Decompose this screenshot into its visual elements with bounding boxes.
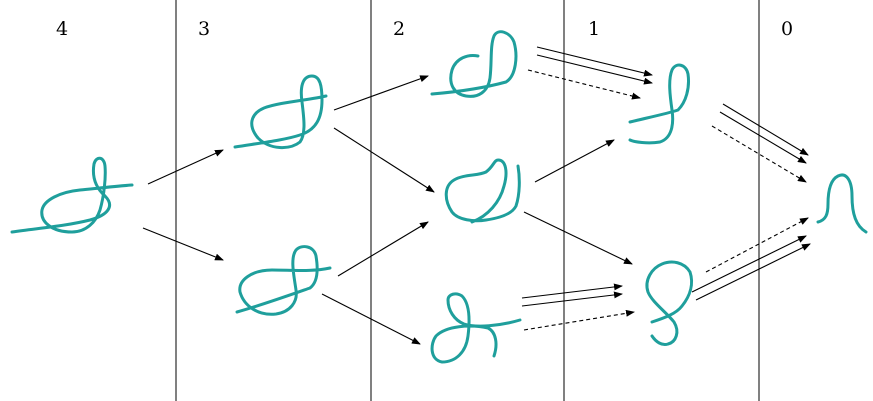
knot-col2-middle	[444, 158, 521, 224]
arrow-solid	[521, 291, 623, 307]
arrow-solid	[534, 139, 615, 183]
knot-col3-bottom	[235, 245, 332, 316]
arrow-solid	[536, 46, 653, 77]
arrow-solid	[521, 283, 623, 299]
arrow-solid	[695, 243, 811, 301]
arrow-solid	[147, 149, 224, 185]
arrow-dashed	[527, 69, 641, 100]
arrow-solid	[333, 75, 429, 111]
arrow-dashed	[523, 309, 635, 331]
column-label-3: 3	[198, 18, 211, 40]
knot-col2-bottom	[430, 292, 522, 364]
knot-col0-unknot	[816, 173, 868, 234]
column-label-2: 2	[393, 18, 406, 40]
arrow-solid	[142, 227, 224, 261]
knot-col1-top	[628, 63, 690, 145]
arrow-solid	[337, 221, 429, 277]
arrow-solid	[523, 211, 633, 265]
arrow-solid	[719, 111, 807, 164]
arrow-solid	[722, 103, 809, 156]
knot-col4	[10, 156, 134, 234]
arrow-solid	[333, 127, 435, 193]
knot-col1-bottom	[645, 260, 694, 346]
knot-col3-top	[233, 74, 328, 149]
column-label-4: 4	[56, 18, 69, 40]
knot-col2-top	[430, 30, 518, 98]
arrow-solid	[321, 293, 421, 345]
arrow-solid	[691, 235, 807, 293]
arrow-solid	[536, 54, 653, 85]
arrow-dashed	[711, 125, 807, 183]
column-label-0: 0	[781, 18, 794, 40]
arrow-dashed	[705, 217, 809, 273]
column-label-1: 1	[588, 18, 601, 40]
